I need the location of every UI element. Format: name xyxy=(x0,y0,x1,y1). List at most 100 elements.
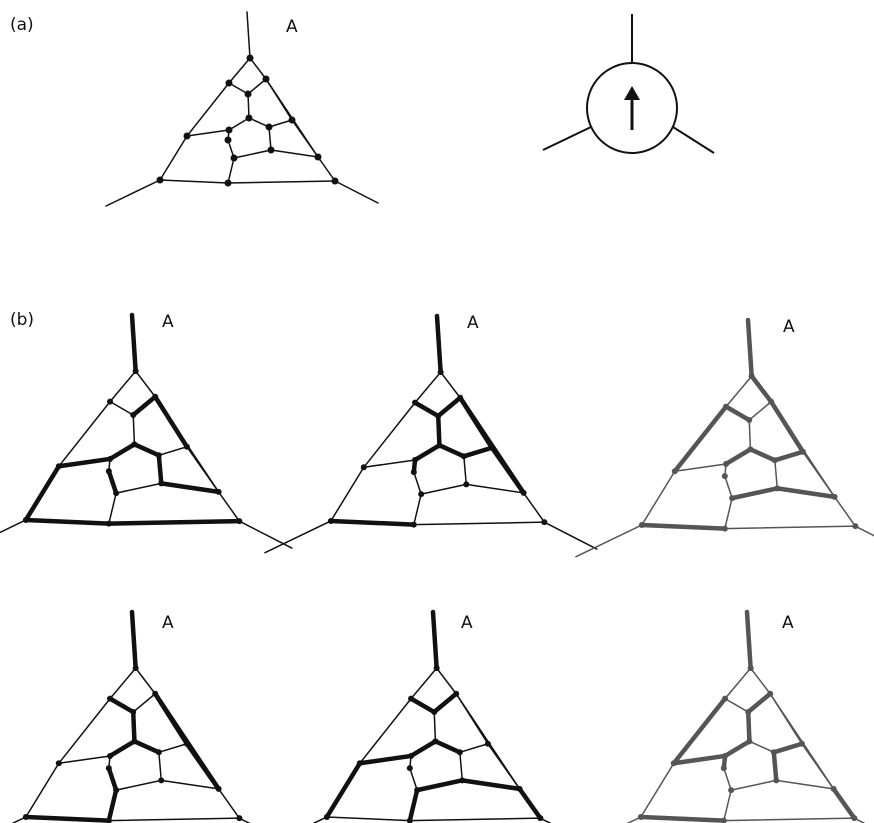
graph-vertex xyxy=(516,785,523,792)
graph-vertex xyxy=(720,817,727,823)
graph-vertex xyxy=(244,90,252,98)
graph-edge xyxy=(641,470,676,526)
graph-vertex xyxy=(327,517,334,524)
graph-edge xyxy=(291,119,319,158)
graph-edge xyxy=(487,743,521,790)
graph-vertex xyxy=(431,709,438,716)
graph-edge xyxy=(744,609,753,671)
graph-vertex xyxy=(360,464,367,471)
graph-vertex xyxy=(488,444,495,451)
graph-edge xyxy=(412,443,442,463)
graph-edge xyxy=(413,521,546,526)
graph-vertex xyxy=(236,518,243,525)
graph-edge xyxy=(410,667,438,700)
graph-edge xyxy=(0,519,27,534)
graph-edge xyxy=(217,491,241,522)
graph-edge xyxy=(228,117,250,131)
graph-edge xyxy=(25,762,60,818)
graph-vertex xyxy=(729,495,736,502)
graph-vertex xyxy=(155,452,162,459)
graph-edge xyxy=(575,524,643,558)
up-arrow-icon xyxy=(624,86,640,130)
graph-vertex xyxy=(670,760,677,767)
graph-edge xyxy=(854,525,874,537)
graph-edge xyxy=(640,762,675,818)
graph-edge xyxy=(639,522,728,531)
vertex-symbol-left-leg xyxy=(542,126,592,151)
graph-vertex xyxy=(414,787,421,794)
graph-edge xyxy=(106,468,119,496)
graph-edge xyxy=(106,787,119,823)
graph-edge xyxy=(414,371,442,404)
graph-vertex xyxy=(852,523,859,530)
graph-edge xyxy=(409,767,418,791)
graph-edge xyxy=(802,451,836,498)
graph-vertex xyxy=(183,740,190,747)
graph-edge xyxy=(184,741,221,792)
vertex-a-label: A xyxy=(467,313,479,333)
graph-edge xyxy=(431,691,459,715)
graph-vertex xyxy=(520,489,527,496)
graph-edge xyxy=(775,779,835,790)
graph-vertex xyxy=(433,665,440,672)
graph-edge xyxy=(105,179,161,207)
graph-vertex xyxy=(152,393,159,400)
graph-vertex xyxy=(456,749,463,756)
graph-edge xyxy=(724,475,733,499)
graph-edge xyxy=(730,779,778,791)
graph-vertex xyxy=(356,760,363,767)
graph-edge xyxy=(543,521,598,550)
graph-edge xyxy=(724,497,733,530)
graph-edge xyxy=(745,317,754,379)
graph-vertex xyxy=(105,817,112,823)
graph-vertex xyxy=(245,114,253,122)
graph-edge xyxy=(152,691,190,747)
graph-edge xyxy=(227,157,235,184)
vertex-a-label-panel-a: A xyxy=(286,17,298,37)
graph-edge xyxy=(268,119,293,128)
graph-edge xyxy=(748,447,778,463)
graph-variant-r1c2 xyxy=(264,313,598,554)
graph-edge xyxy=(107,696,136,715)
graph-vertex xyxy=(637,813,644,820)
graph-edge xyxy=(725,375,753,408)
graph-edge xyxy=(626,816,642,823)
graph-edge xyxy=(853,817,866,823)
graph-edge xyxy=(11,816,27,823)
graph-vertex xyxy=(671,468,678,475)
graph-edge xyxy=(459,743,489,754)
graph-edge xyxy=(129,609,138,671)
graph-vertex xyxy=(747,446,754,453)
graph-edge xyxy=(748,419,752,451)
graph-edge xyxy=(435,667,457,695)
graph-edge xyxy=(723,767,732,791)
graph-edge xyxy=(769,692,803,745)
graph-vertex xyxy=(225,126,233,134)
graph-edge xyxy=(58,400,111,468)
graph-vertex xyxy=(331,177,339,185)
graph-vertex xyxy=(746,738,753,745)
graph-edge xyxy=(158,743,188,754)
graph-edge xyxy=(539,817,552,823)
graph-edge xyxy=(238,817,251,823)
graph-vertex xyxy=(412,399,419,406)
graph-variant-r1c3 xyxy=(575,317,874,558)
graph-edge xyxy=(23,814,112,823)
graph-vertex xyxy=(437,369,444,376)
graph-vertex xyxy=(745,709,752,716)
graph-vertex xyxy=(131,738,138,745)
graph-edge xyxy=(463,455,468,486)
graph-vertex xyxy=(453,690,460,697)
graph-edge xyxy=(724,667,752,700)
graph-vertex xyxy=(113,490,120,497)
graph-vertex xyxy=(748,373,755,380)
graph-edge xyxy=(132,414,136,446)
graph-vertex xyxy=(158,777,165,784)
graph-edge xyxy=(228,57,251,84)
graph-vertex xyxy=(22,813,29,820)
graph-edge xyxy=(459,751,464,782)
graph-variant-r2c2 xyxy=(312,609,552,823)
graph-edge xyxy=(132,739,162,755)
graph-edge xyxy=(408,696,437,715)
graph-edge xyxy=(413,471,422,495)
